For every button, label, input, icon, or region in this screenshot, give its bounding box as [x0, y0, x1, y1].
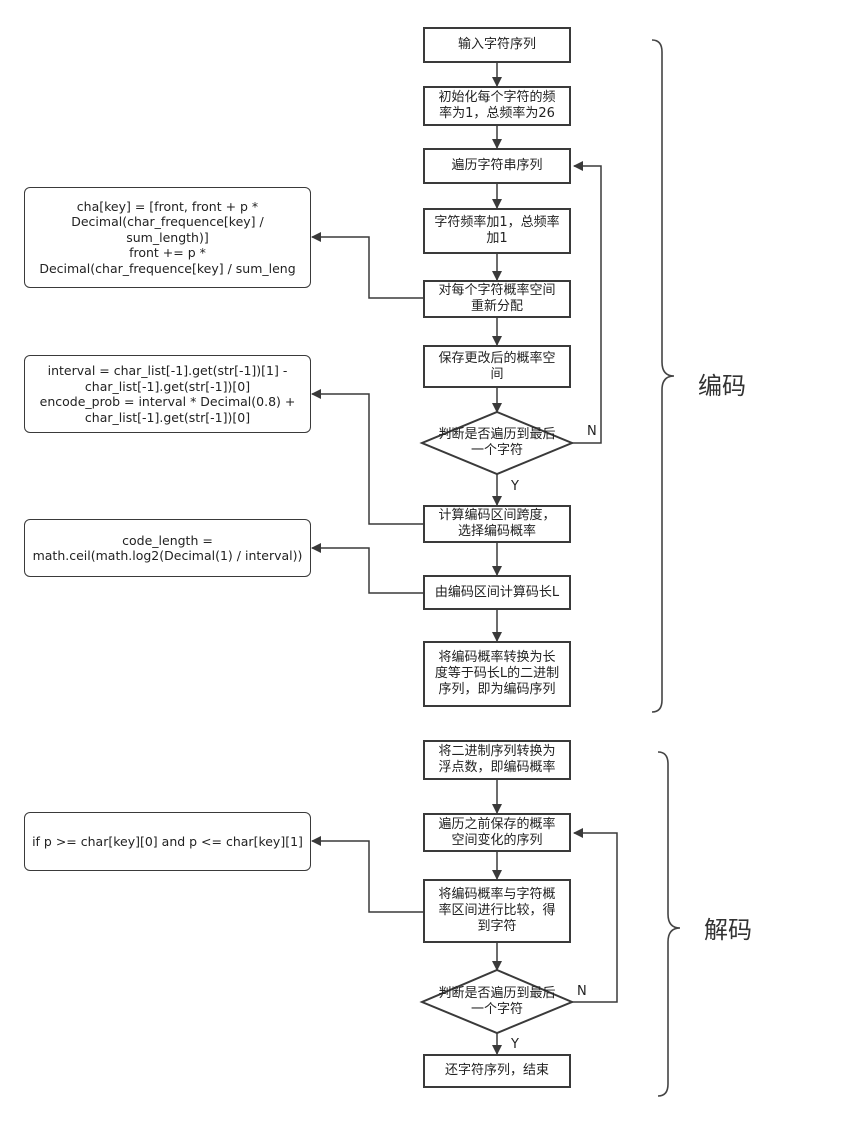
step-traverse-string: 遍历字符串序列 — [423, 148, 571, 184]
section-label-encode: 编码 — [698, 372, 746, 400]
step-traverse-saved: 遍历之前保存的概率 空间变化的序列 — [423, 813, 571, 852]
arrow-enc-code-3 — [311, 543, 425, 594]
decision-diamond-encode — [419, 410, 575, 476]
arrow-enc-code-2 — [311, 389, 425, 525]
step-reallocate-space: 对每个字符概率空间 重新分配 — [423, 280, 571, 318]
code-box-interval: interval = char_list[-1].get(str[-1])[1]… — [24, 355, 311, 433]
arrow-dec-loop — [572, 828, 618, 1003]
step-convert-binary: 将编码概率转换为长 度等于码长L的二进制 序列，即为编码序列 — [423, 641, 571, 707]
step-binary-to-float: 将二进制序列转换为 浮点数，即编码概率 — [423, 740, 571, 780]
code-box-reallocate: cha[key] = [front, front + p * Decimal(c… — [24, 187, 311, 288]
decision-diamond-decode — [419, 968, 575, 1035]
brace-encode — [651, 39, 675, 713]
step-input-sequence: 输入字符序列 — [423, 27, 571, 63]
step-init-frequency: 初始化每个字符的频 率为1，总频率为26 — [423, 86, 571, 126]
arrow-enc-loop — [572, 161, 602, 444]
step-restore-sequence: 还字符序列，结束 — [423, 1054, 571, 1088]
step-compute-interval: 计算编码区间跨度， 选择编码概率 — [423, 505, 571, 543]
brace-decode — [657, 751, 681, 1097]
decision-encode-label: 判断是否遍历到最后 一个字符 — [438, 427, 556, 458]
step-compare-interval: 将编码概率与字符概 率区间进行比较，得 到字符 — [423, 879, 571, 943]
decision-decode-label: 判断是否遍历到最后 一个字符 — [438, 986, 556, 1017]
step-compute-length: 由编码区间计算码长L — [423, 575, 571, 610]
yes-label-encode: Y — [511, 479, 519, 494]
arrow-dec-code-1 — [311, 836, 425, 913]
code-box-compare: if p >= char[key][0] and p <= char[key][… — [24, 812, 311, 871]
no-label-decode: N — [577, 984, 587, 999]
code-box-code-length: code_length = math.ceil(math.log2(Decima… — [24, 519, 311, 577]
step-save-space: 保存更改后的概率空 间 — [423, 345, 571, 388]
yes-label-decode: Y — [511, 1037, 519, 1052]
arrow-enc-code-1 — [311, 232, 425, 299]
step-increment-frequency: 字符频率加1，总频率 加1 — [423, 208, 571, 254]
section-label-decode: 解码 — [704, 916, 752, 944]
no-label-encode: N — [587, 424, 597, 439]
